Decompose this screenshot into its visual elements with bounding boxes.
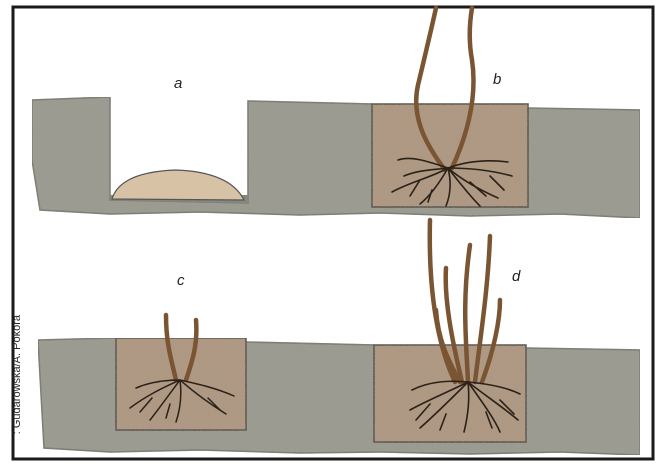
label-d: d: [512, 268, 521, 285]
photo-credit: : Gudarowska/A. Pokora: [10, 315, 24, 465]
label-a: a: [174, 75, 182, 92]
label-b: b: [493, 71, 501, 88]
label-c: c: [177, 272, 185, 289]
bottom-soil-strip: [38, 338, 640, 455]
